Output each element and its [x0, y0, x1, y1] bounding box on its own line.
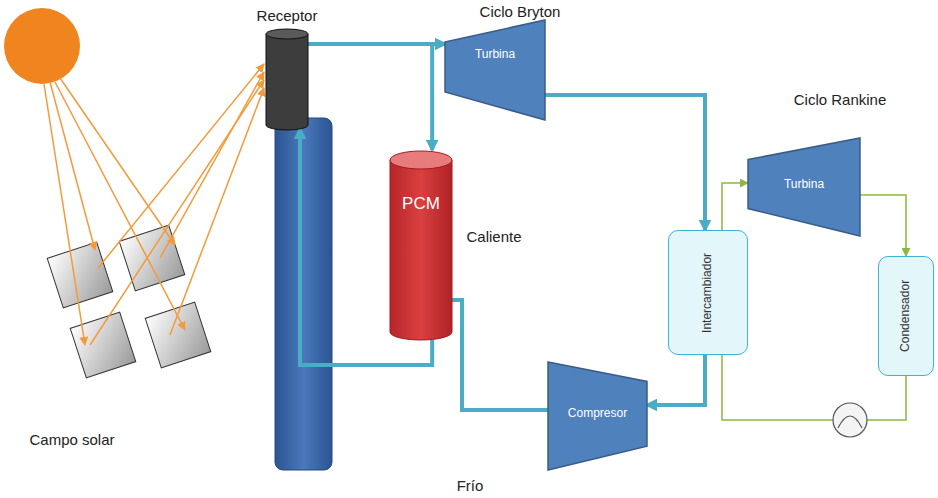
sun-rays — [44, 64, 264, 345]
turbine-trapezoid: Turbina — [748, 138, 860, 236]
caption-label: Ciclo Rankine — [794, 91, 887, 108]
node-label: Turbina — [784, 178, 824, 192]
rankine-pipe — [722, 183, 748, 230]
turbine-trapezoid: Turbina — [445, 20, 545, 120]
rankine-pipe — [860, 195, 906, 256]
heliostat-mirrors — [47, 225, 211, 378]
node-label: Receptor — [257, 7, 318, 24]
brayton-pipe — [647, 355, 705, 405]
node-label: Condensador — [899, 280, 913, 352]
node-label: Compresor — [568, 407, 627, 421]
sun — [4, 8, 80, 84]
node-label: Intercambiador — [701, 252, 715, 332]
caption-label: Ciclo Bryton — [480, 3, 561, 20]
compressor-trapezoid: Compresor — [548, 362, 647, 470]
node-label: Turbina — [475, 48, 515, 62]
receiver-cylinder: Receptor — [252, 4, 322, 130]
node-label: PCM — [402, 194, 440, 214]
tower — [275, 118, 332, 470]
heat-exchanger-box: Intercambiador — [668, 230, 748, 355]
condenser-box: Condensador — [878, 256, 934, 376]
storage-tank-outline — [390, 150, 452, 340]
caption-label: Frío — [457, 477, 484, 494]
brayton-pipe — [308, 44, 432, 150]
turbine-trapezoid-outline — [445, 20, 545, 120]
caption-label: Caliente — [466, 228, 521, 245]
brayton-pipe — [545, 95, 705, 230]
storage-tank: PCM — [390, 150, 452, 340]
brayton-pipe — [452, 300, 548, 410]
caption-label: Campo solar — [29, 431, 114, 448]
